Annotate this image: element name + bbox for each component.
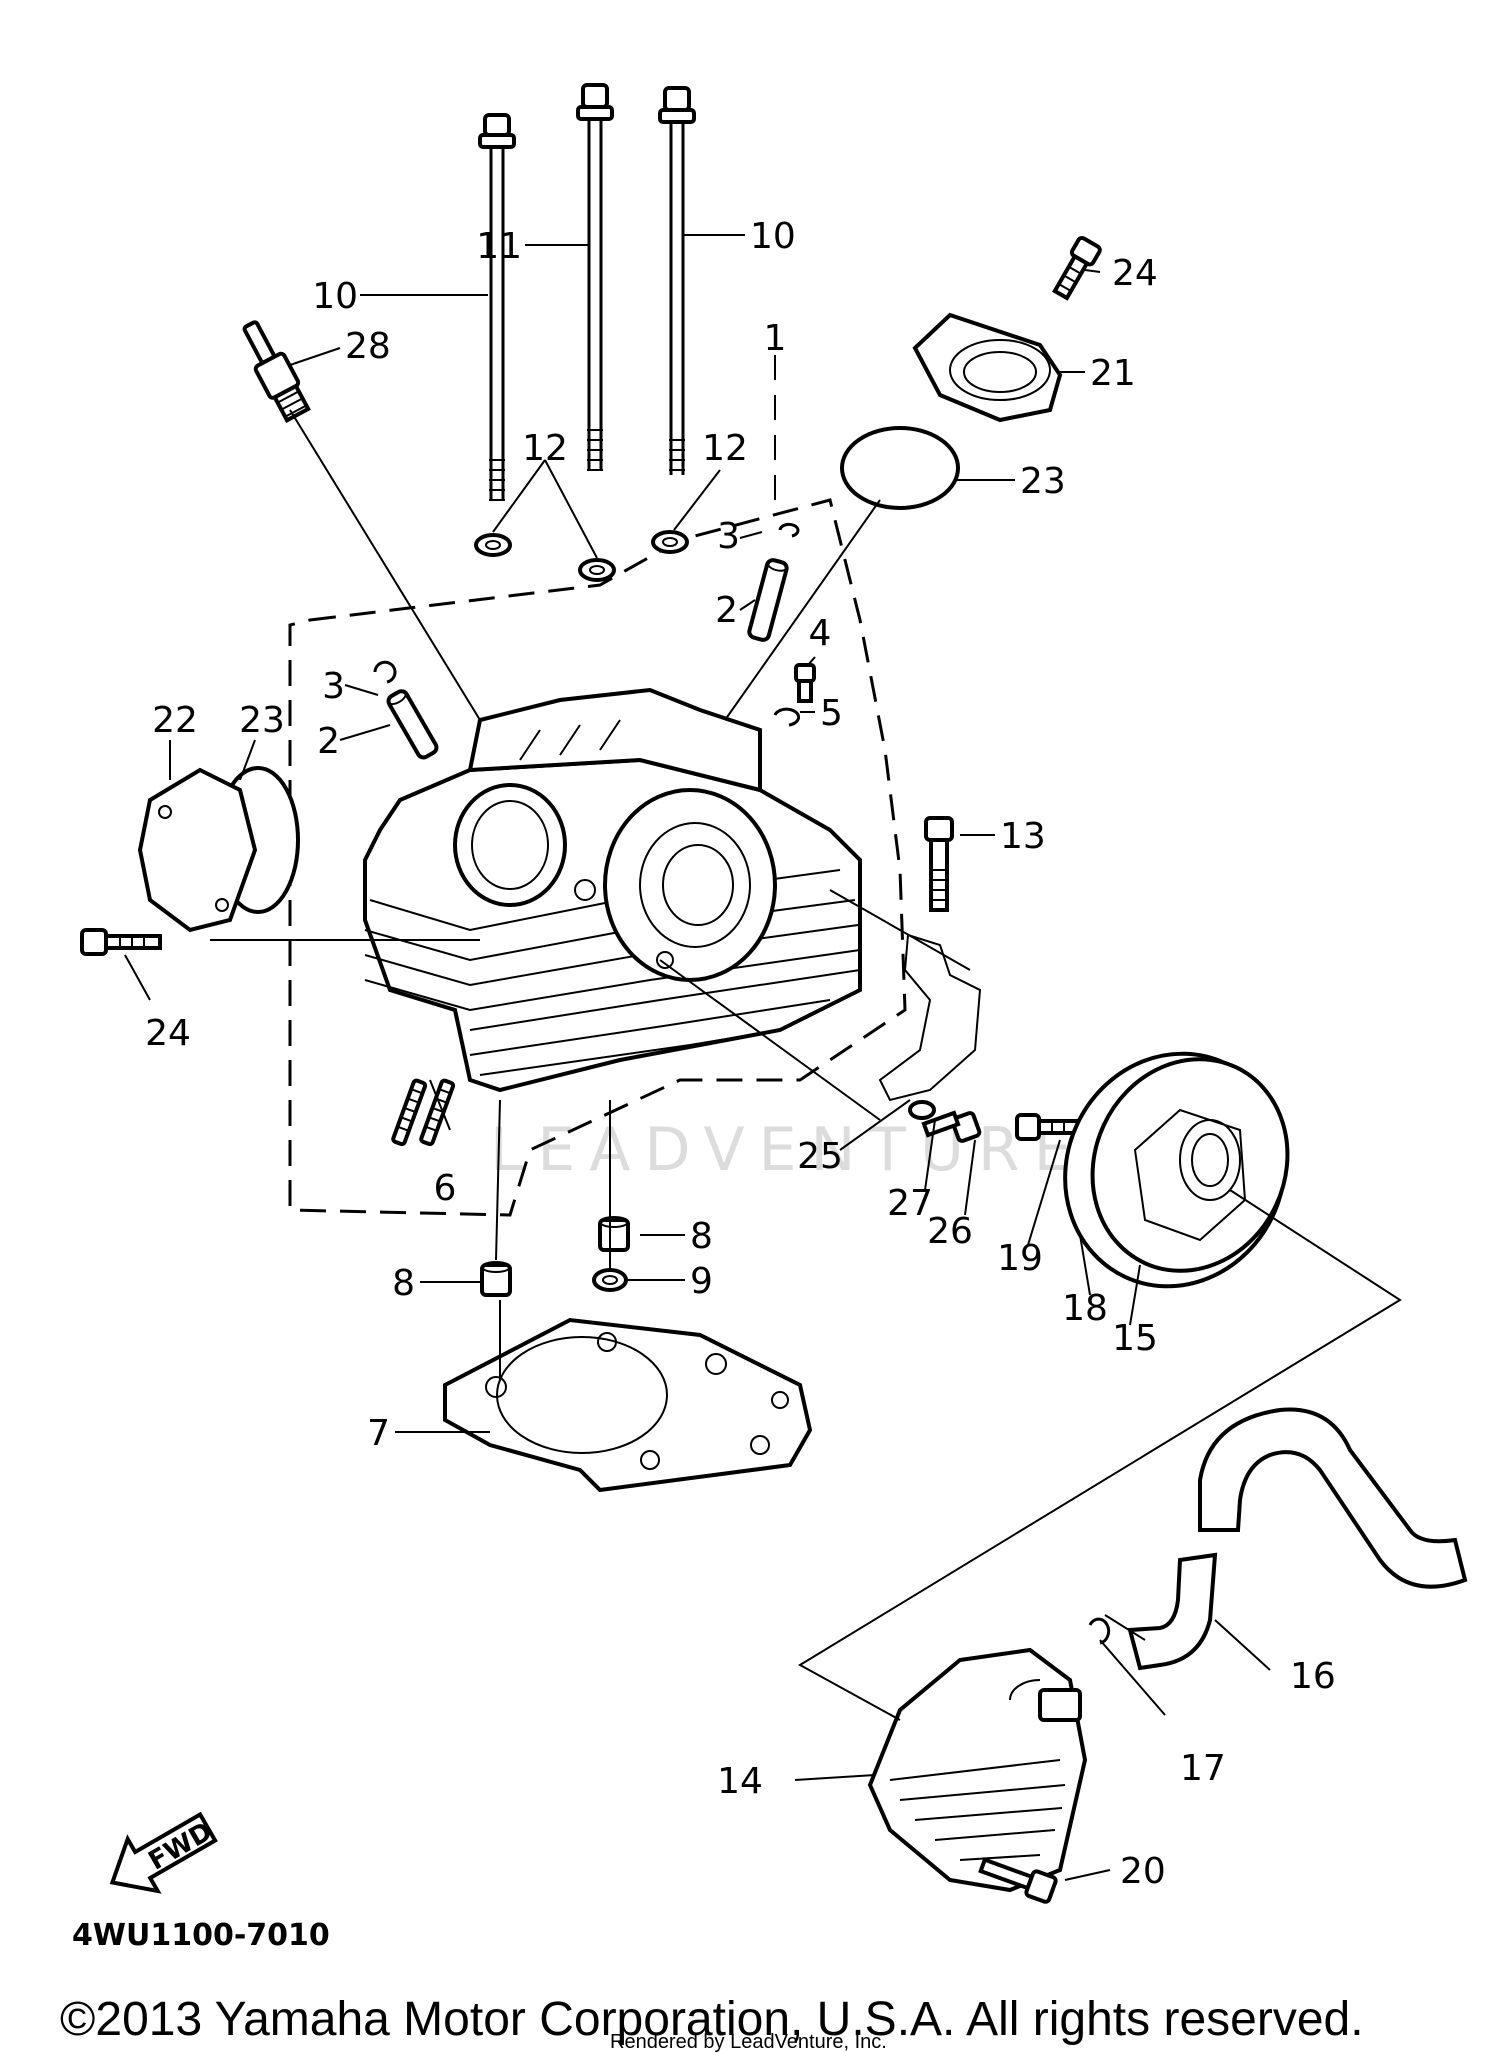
copyright-text: ©2013 Yamaha Motor Corporation, U.S.A. A… (60, 1993, 1364, 2046)
assembly-outline-1 (288, 498, 907, 1217)
washer-12-middle (578, 558, 616, 582)
washer-12-left (474, 533, 512, 557)
spark-plug-28 (242, 320, 311, 423)
label-24-top: 24 (1112, 253, 1158, 294)
bolt-24-top (1052, 235, 1102, 301)
label-2-left: 2 (317, 721, 340, 762)
label-15: 15 (1112, 1318, 1158, 1359)
gasket-25 (878, 933, 982, 1102)
fwd-arrow-icon: FWD (109, 1811, 218, 1894)
bolt-10-left (478, 113, 516, 501)
bolt-13 (924, 816, 954, 912)
label-23-top: 23 (1020, 461, 1066, 502)
label-26: 26 (927, 1211, 973, 1252)
label-18: 18 (1062, 1288, 1108, 1329)
valve-guide-2-left (386, 689, 439, 760)
bolt-20 (978, 1857, 1058, 1904)
label-6: 6 (434, 1168, 457, 1209)
washer-5 (773, 707, 801, 727)
bolt-24-left (80, 928, 162, 956)
label-13: 13 (1000, 816, 1046, 857)
label-1: 1 (764, 318, 787, 359)
clip-3-left (373, 660, 397, 684)
label-3-right: 3 (717, 516, 740, 557)
label-10-right: 10 (750, 216, 796, 257)
diagram-code: 4WU1100-7010 (72, 1918, 330, 1953)
label-4: 4 (809, 613, 832, 654)
cylinder-head-1 (363, 687, 862, 1093)
label-22: 22 (152, 700, 198, 741)
label-17: 17 (1180, 1748, 1226, 1789)
label-23-left: 23 (239, 700, 285, 741)
label-10-left: 10 (312, 276, 358, 317)
bolt-4 (794, 663, 816, 703)
bolt-10-right (658, 86, 696, 475)
label-20: 20 (1120, 1851, 1166, 1892)
label-19: 19 (997, 1238, 1043, 1279)
label-27: 27 (887, 1183, 933, 1224)
cover-15 (1063, 1051, 1290, 1289)
label-8-left: 8 (392, 1263, 415, 1304)
leader-lines (124, 234, 1402, 1881)
head-gasket-7 (443, 1317, 813, 1493)
washer-27 (908, 1100, 936, 1120)
o-ring-23-top (840, 426, 960, 510)
bolt-19 (1015, 1113, 1083, 1141)
label-8-right: 8 (690, 1216, 713, 1257)
washer-9 (592, 1268, 628, 1292)
label-5: 5 (820, 693, 843, 734)
dowel-8-left (480, 1261, 512, 1297)
intake-cap-21 (912, 312, 1063, 423)
label-7: 7 (367, 1413, 390, 1454)
label-2-right: 2 (715, 590, 738, 631)
rendered-by-text: Rendered by LeadVenture, Inc. (610, 2031, 887, 2053)
bolt-11 (576, 83, 614, 471)
hose-16 (1127, 1407, 1468, 1671)
clip-17 (1088, 1617, 1111, 1645)
dowel-8-right (598, 1216, 630, 1252)
label-21: 21 (1090, 353, 1136, 394)
valve-guide-2-right (747, 558, 789, 642)
label-12-left: 12 (522, 428, 568, 469)
label-24-left: 24 (145, 1013, 191, 1054)
clip-3-right (778, 522, 800, 538)
label-16: 16 (1290, 1656, 1336, 1697)
label-28: 28 (345, 326, 391, 367)
label-9: 9 (690, 1261, 713, 1302)
label-3-left: 3 (322, 666, 345, 707)
bolt-26 (921, 1110, 982, 1143)
label-12-right: 12 (702, 428, 748, 469)
stud-6-a (391, 1078, 428, 1147)
side-cover-14 (867, 1647, 1088, 1893)
part-labels: 10 11 10 28 12 12 1 24 21 23 3 2 4 5 3 2… (145, 216, 1336, 1892)
cap-22 (137, 766, 300, 933)
label-11: 11 (476, 226, 522, 267)
washer-12-right (651, 530, 689, 554)
label-25: 25 (797, 1136, 843, 1177)
label-14: 14 (717, 1761, 763, 1802)
